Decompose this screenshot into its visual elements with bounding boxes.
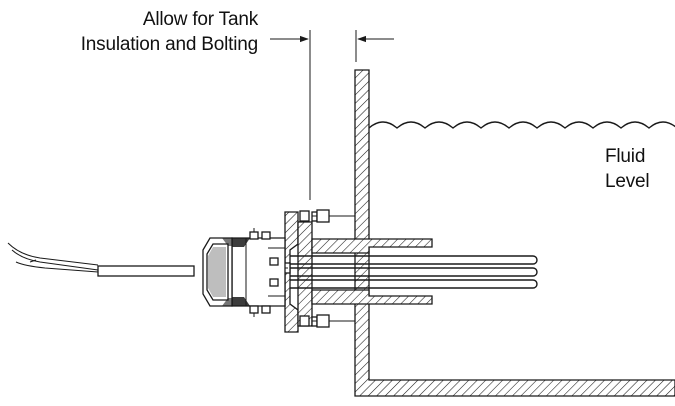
flange-bolts xyxy=(299,209,355,328)
mounting-flange xyxy=(284,211,313,333)
lead-wires xyxy=(7,242,195,277)
clearance-label-line-1: Allow for Tank xyxy=(143,9,259,30)
fluid-surface-wave xyxy=(368,121,675,129)
tank-wall xyxy=(354,69,675,397)
terminal-housing xyxy=(202,228,286,317)
heating-elements xyxy=(279,255,538,289)
clearance-dimension xyxy=(270,30,394,200)
mounting-sleeve xyxy=(311,238,433,305)
fluid-level-label-line-1: Fluid xyxy=(605,146,645,167)
clearance-label-line-2: Insulation and Bolting xyxy=(81,34,258,55)
fluid-level-label-line-2: Level xyxy=(605,171,649,192)
